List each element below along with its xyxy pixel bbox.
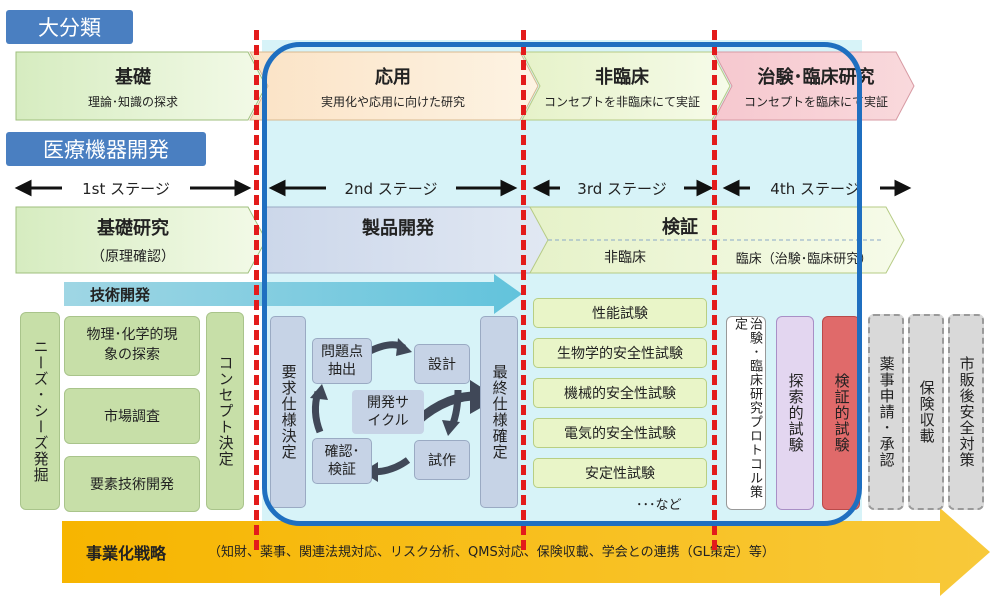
strategy-detail: （知財、薬事、関連法規対応、リスク分析、QMS対応、保険収載、学会との連携（GL… [208,545,775,560]
test-mech-safety: 機械的安全性試験 [533,378,707,408]
basic-research-title: 基礎研究 [97,218,169,239]
test-bio-safety: 生物学的安全性試験 [533,338,707,368]
phase-nonclinical: 非臨床 コンセプトを非臨床にて実証 [532,56,712,116]
dev-phase-shapes [15,206,905,274]
major-category-label: 大分類 [6,10,133,44]
test-performance: 性能試験 [533,298,707,328]
confirmatory-trial: 検証的試験 [822,316,860,510]
phase-clinical-subtitle: コンセプトを臨床にて実証 [743,94,888,109]
phase-applied-subtitle: 実用化や応用に向けた研究 [320,94,465,109]
cycle-prototype: 試作 [414,440,470,480]
phase-chevron-shapes [15,51,915,121]
phase-applied: 応用 実用化や応用に向けた研究 [270,56,516,116]
strategy-title: 事業化戦略 [86,544,167,563]
stage1-item-element-tech: 要素技術開発 [64,456,200,512]
test-stability: 安定性試験 [533,458,707,488]
phase-nonclinical-subtitle: コンセプトを非臨床にて実証 [543,94,700,109]
cycle-design: 設計 [414,344,470,384]
divider-2 [521,30,526,550]
clinical-protocol: 治験･臨床研究プロトコル策定 [726,316,766,510]
cycle-problem-extraction: 問題点抽出 [312,338,372,384]
stage-arrows [14,179,912,197]
insurance-listing: 保険収載 [908,314,944,510]
concept-decision: コンセプト決定 [206,312,244,510]
divider-3 [712,30,717,550]
nonclinical-sub: 非臨床 [604,250,646,266]
phase-basic: 基礎 理論･知識の探求 [18,56,248,116]
phase-applied-title: 応用 [375,66,411,88]
medical-device-dev-label: 医療機器開発 [6,132,206,166]
strategy-arrow-shape [62,508,990,596]
needs-seeds: ニーズ･シーズ発掘 [20,312,60,510]
test-elec-safety: 電気的安全性試験 [533,418,707,448]
post-market-safety: 市販後安全対策 [948,314,984,510]
phase-clinical-shape [713,51,915,121]
verification-title: 検証 [662,217,698,238]
stage-4-label: 4th ステージ [770,179,860,198]
product-dev: 製品開発 [362,218,434,239]
stage-3-label: 3rd ステージ [577,179,667,198]
highlight-frame [262,42,862,526]
stage-1-label: 1st ステージ [82,179,170,198]
phase-nonclinical-title: 非臨床 [595,66,649,88]
dev-cycle-center: 開発サイクル [352,390,424,434]
exploratory-trial: 探索的試験 [776,316,814,510]
tech-dev-arrow-shape [64,274,522,314]
regulatory-approval: 薬事申請･承認 [868,314,904,510]
tests-etc: ･･･など [636,498,682,513]
stage-2-label: 2nd ステージ [344,179,438,198]
phase-applied-shape [249,51,539,121]
basic-research-subtitle: （原理確認） [91,249,175,265]
tech-dev-label: 技術開発 [90,286,151,304]
phase-basic-subtitle: 理論･知識の探求 [87,94,178,109]
requirements-spec: 要求仕様決定 [270,316,306,508]
clinical-sub: 臨床（治験･臨床研究） [735,251,873,267]
stage1-item-phys-chem: 物理･化学的現象の探索 [64,316,200,376]
phase-basic-title: 基礎 [115,66,151,88]
stage1-item-market: 市場調査 [64,388,200,444]
basic-research: 基礎研究 （原理確認） [18,210,248,270]
final-spec: 最終仕様確定 [480,316,518,508]
cycle-confirm-verify: 確認･検証 [312,438,372,484]
divider-1 [254,30,259,550]
